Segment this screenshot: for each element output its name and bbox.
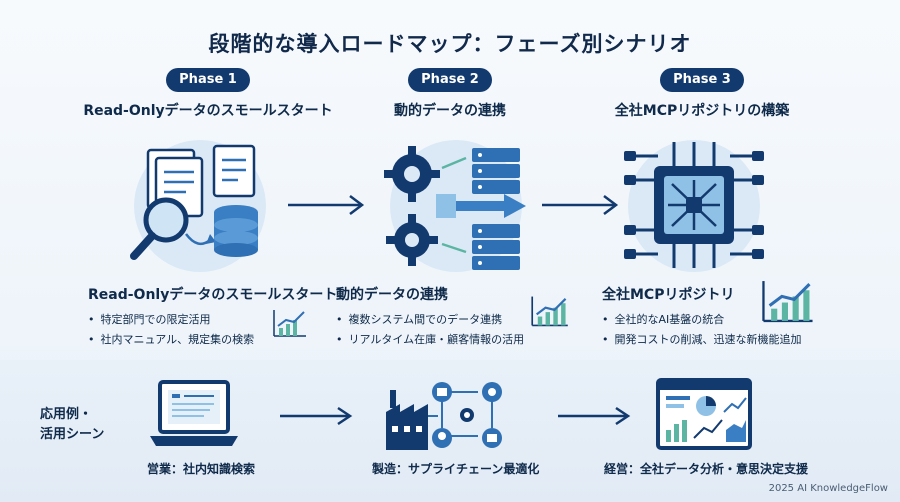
phase-3-detail: 全社MCPリポジトリ 全社的なAI基盤の統合 開発コストの削減、迅速な新機能追加 xyxy=(602,284,802,350)
phase-1-header: Phase 1 Read-Onlyデータのスモールスタート xyxy=(78,68,338,120)
phase-1-badge: Phase 1 xyxy=(166,68,250,92)
laptop-icon xyxy=(150,380,238,446)
use-case-label-line: 活用シーン xyxy=(40,427,105,442)
arrow-right-icon xyxy=(558,406,631,426)
dashboard-icon xyxy=(656,378,752,450)
phase-2-detail: 動的データの連携 複数システム間でのデータ連携 リアルタイム在庫・顧客情報の活用 xyxy=(336,284,524,350)
growth-chart-icon xyxy=(762,281,813,323)
use-case-caption: 営業：社内知識検索 xyxy=(147,462,256,476)
phase-3-detail-title: 全社MCPリポジトリ xyxy=(602,287,735,303)
phase-2-detail-title: 動的データの連携 xyxy=(336,287,448,303)
growth-chart-icon xyxy=(273,310,306,337)
phase-1-title: Read-Onlyデータのスモールスタート xyxy=(83,103,333,119)
credit-text: 2025 AI KnowledgeFlow xyxy=(768,483,888,494)
arrow-right-icon xyxy=(288,195,365,215)
list-item: 社内マニュアル、規定集の検索 xyxy=(88,330,337,350)
use-case-caption: 経営：全社データ分析・意思決定支援 xyxy=(604,462,809,476)
use-case-caption: 製造：サプライチェーン最適化 xyxy=(372,462,540,476)
phase-3-title: 全社MCPリポジトリの構築 xyxy=(614,103,790,119)
phase-2-badge: Phase 2 xyxy=(408,68,492,92)
arrow-right-icon xyxy=(542,195,619,215)
list-item: 複数システム間でのデータ連携 xyxy=(336,310,524,330)
phase-2-header: Phase 2 動的データの連携 xyxy=(320,68,580,120)
arrow-right-icon xyxy=(280,406,353,426)
documents-search-icon xyxy=(130,140,266,272)
list-item: リアルタイム在庫・顧客情報の活用 xyxy=(336,330,525,350)
growth-chart-icon xyxy=(531,296,568,327)
list-item: 開発コストの削減、迅速な新機能追加 xyxy=(602,330,802,350)
ai-chip-icon xyxy=(624,140,764,272)
factory-network-icon xyxy=(386,382,502,450)
use-case-label: 応用例・ 活用シーン xyxy=(40,405,104,445)
page-title: 段階的な導入ロードマップ：フェーズ別シナリオ xyxy=(208,32,692,56)
phase-3-header: Phase 3 全社MCPリポジトリの構築 xyxy=(572,68,832,120)
phase-1-detail: Read-Onlyデータのスモールスタート 特定部門での限定活用 社内マニュアル… xyxy=(88,284,337,350)
phase-3-badge: Phase 3 xyxy=(660,68,744,92)
list-item: 全社的なAI基盤の統合 xyxy=(602,310,802,330)
use-case-label-line: 応用例・ xyxy=(40,407,93,422)
phase-1-detail-title: Read-Onlyデータのスモールスタート xyxy=(88,287,338,303)
gears-servers-icon xyxy=(384,140,526,272)
phase-2-title: 動的データの連携 xyxy=(394,103,506,119)
list-item: 特定部門での限定活用 xyxy=(88,310,337,330)
